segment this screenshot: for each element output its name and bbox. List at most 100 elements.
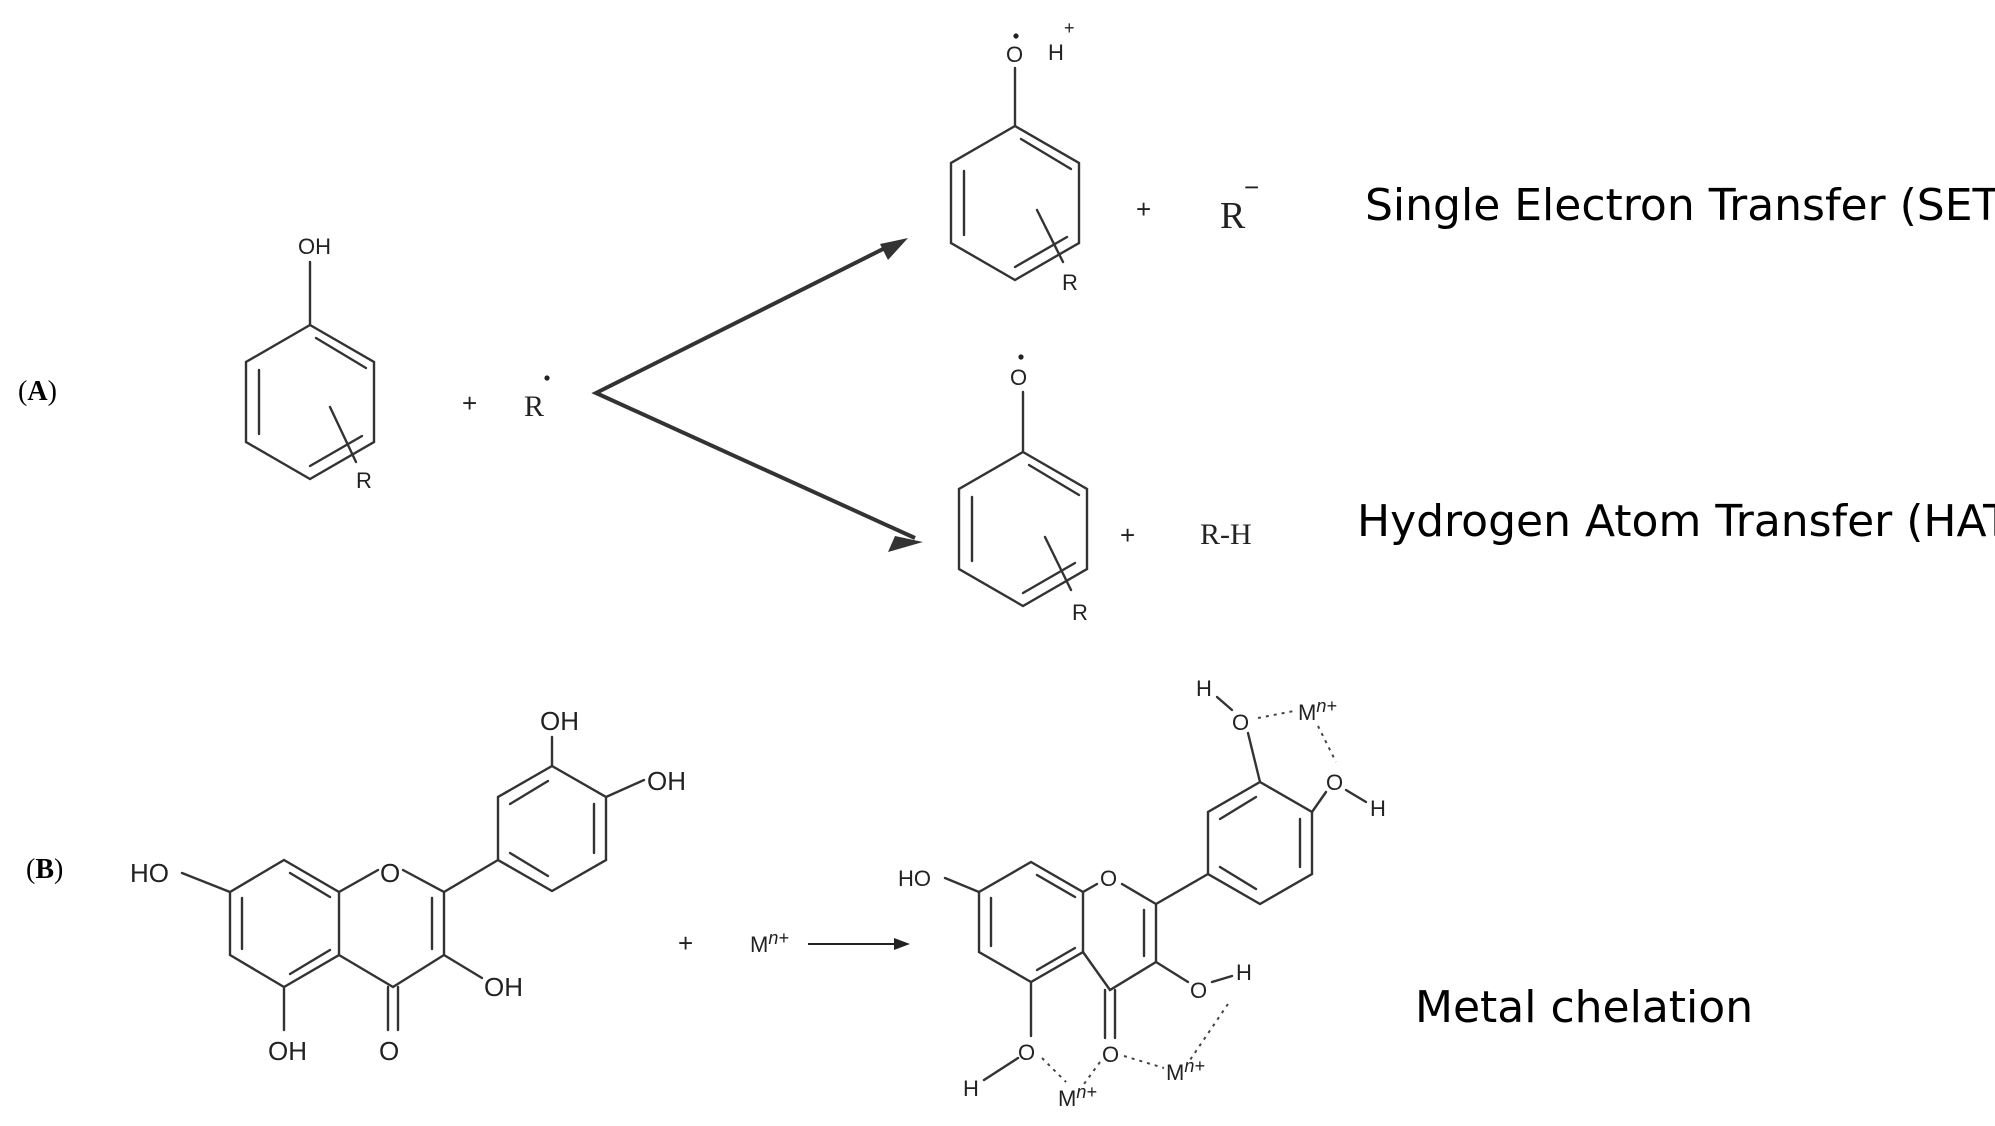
bond xyxy=(1210,974,1234,984)
hydroxyl-3-prime: OH xyxy=(540,706,579,736)
phenol-double-bond xyxy=(314,336,368,370)
hat-product: O R xyxy=(957,354,1089,625)
bond xyxy=(1215,695,1234,712)
phenol-reactant: OH R xyxy=(244,234,376,493)
panel-b: (B) HO O xyxy=(26,676,1753,1111)
double-bond xyxy=(508,851,550,878)
plus-sign: + xyxy=(1136,194,1151,224)
coordination-bond xyxy=(1083,1061,1101,1085)
hat-product-double-bond xyxy=(1027,463,1081,497)
complex-h-5: H xyxy=(963,1076,979,1101)
panel-b-label: (B) xyxy=(26,854,63,885)
radical-dot xyxy=(1013,33,1019,39)
anion-charge: − xyxy=(1244,172,1259,202)
set-product-double-bond xyxy=(1013,235,1069,269)
phenol-ring xyxy=(244,323,376,481)
quercetin-metal-complex: HO O H O Mn+ O H O H O Mn+ O H Mn+ xyxy=(898,676,1386,1111)
complex-h-3: H xyxy=(1236,960,1252,985)
coordination-bond xyxy=(1189,1003,1229,1061)
r-h-product: R-H xyxy=(1200,518,1252,551)
svg-text:R: R xyxy=(1220,195,1246,237)
double-bond xyxy=(1218,795,1258,821)
bond xyxy=(442,953,484,980)
arrow-head-hat xyxy=(888,536,923,552)
set-product: O H + R xyxy=(949,18,1081,295)
bond xyxy=(1154,960,1190,984)
coordination-bond xyxy=(1041,1057,1067,1083)
forked-arrow xyxy=(591,241,916,540)
double-bond xyxy=(1035,946,1077,972)
complex-o-3-prime: O xyxy=(1232,710,1249,735)
hydroxyl-7: HO xyxy=(130,858,169,888)
hat-product-r-substituent: R xyxy=(1072,600,1088,625)
complex-hydroxyl-7: HO xyxy=(898,866,931,891)
radical-r: R xyxy=(524,375,550,423)
r-anion: R − xyxy=(1220,172,1259,237)
quercetin-a-ring xyxy=(228,858,341,989)
reaction-arrows xyxy=(591,238,923,552)
complex-h-3-prime: H xyxy=(1196,676,1212,701)
set-product-ring xyxy=(949,124,1081,282)
bond xyxy=(943,876,981,894)
ring-oxygen: O xyxy=(380,858,400,888)
arrow-head xyxy=(894,938,910,950)
hat-product-double-bond xyxy=(1021,561,1077,595)
hat-product-r-bond xyxy=(1043,535,1073,592)
bond xyxy=(1246,731,1262,784)
quercetin-molecule: HO O OH OH OH OH O xyxy=(130,706,686,1066)
hydroxyl-5: OH xyxy=(268,1036,307,1066)
metal-ion-top: Mn+ xyxy=(1298,696,1337,725)
quercetin-b-ring xyxy=(496,764,608,893)
set-product-double-bond xyxy=(1019,137,1073,171)
coordination-bond xyxy=(1123,1055,1165,1069)
complex-h-4-prime: H xyxy=(1370,796,1386,821)
phenol-double-bond xyxy=(308,434,364,468)
metal-ion-right: Mn+ xyxy=(1166,1056,1205,1085)
hydroxyl-3: OH xyxy=(484,972,523,1002)
bond xyxy=(604,778,646,799)
complex-carbonyl-oxygen: O xyxy=(1102,1042,1119,1067)
svg-text:R: R xyxy=(524,390,544,423)
phenol-r-bond xyxy=(328,405,358,464)
double-bond xyxy=(288,871,332,899)
metal-ion-bottom: Mn+ xyxy=(1058,1082,1097,1111)
bond xyxy=(982,1056,1020,1082)
panel-a-label: (A) xyxy=(18,376,57,407)
bond xyxy=(1310,790,1328,814)
hydroxyl-4-prime: OH xyxy=(647,766,686,796)
complex-o-3: O xyxy=(1190,978,1207,1003)
plus-sign: + xyxy=(678,928,693,958)
bond xyxy=(180,871,232,894)
bond xyxy=(337,868,380,894)
hat-product-ring xyxy=(957,450,1089,608)
set-product-o: O xyxy=(1006,42,1023,67)
complex-a-ring xyxy=(977,860,1085,984)
plus-sign: + xyxy=(462,388,477,418)
set-product-r-substituent: R xyxy=(1062,270,1078,295)
coordination-bond xyxy=(1257,710,1295,719)
complex-o-4-prime: O xyxy=(1326,770,1343,795)
hat-caption: Hydrogen Atom Transfer (HAT) xyxy=(1357,496,1995,547)
bond xyxy=(1081,882,1099,894)
coordination-bond xyxy=(1317,725,1337,763)
bond xyxy=(1154,872,1210,906)
metal-ion: Mn+ xyxy=(750,928,789,957)
complex-ring-oxygen: O xyxy=(1100,866,1117,891)
set-product-h-charge: + xyxy=(1064,18,1075,38)
double-bond xyxy=(288,948,332,976)
complex-b-ring xyxy=(1206,780,1314,906)
set-caption: Single Electron Transfer (SET) xyxy=(1365,180,1995,231)
complex-o-5: O xyxy=(1018,1040,1035,1065)
set-product-r-bond xyxy=(1035,208,1065,264)
panel-a: (A) OH R + R xyxy=(18,18,1995,625)
metal-chelation-caption: Metal chelation xyxy=(1415,982,1753,1033)
arrow-head-set xyxy=(880,238,908,260)
double-bond xyxy=(1035,873,1077,899)
bond xyxy=(1344,788,1368,804)
hat-product-o: O xyxy=(1010,365,1027,390)
double-bond xyxy=(508,779,550,806)
radical-dot xyxy=(544,375,550,381)
set-product-h: H xyxy=(1048,40,1064,65)
phenol-r-substituent: R xyxy=(356,468,372,493)
